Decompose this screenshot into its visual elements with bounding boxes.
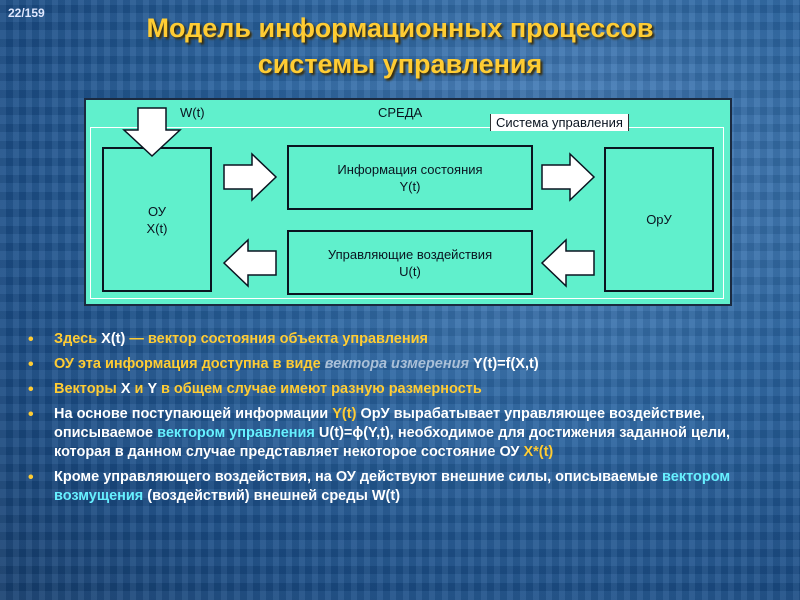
arrow-right-icon [223,152,278,202]
arrow-right-icon [541,152,596,202]
state-info-name: Информация состояния [337,161,483,177]
list-item: • ОУ эта информация доступна в виде вект… [22,355,782,374]
slide-title-line-2: системы управления [257,49,543,79]
state-info-box: Информация состояния Y(t) [287,145,533,210]
disturbance-arrow-down-icon [122,107,182,158]
bullet-text: Y(t)=f(X,t) [468,356,539,372]
bullet-text: вектора измерения [324,356,469,372]
bullet-text: (воздействий) внешней среды W(t) [143,488,401,504]
slide-title: Модель информационных процессов системы … [0,10,800,82]
bullet-text: вектором управления [157,425,315,441]
bullet-text: Y(t) [332,406,357,422]
list-item: • Кроме управляющего воздействия, на ОУ … [22,468,782,506]
bullet-icon: • [28,469,34,486]
arrow-left-icon [222,238,277,288]
bullet-icon: • [28,331,34,348]
controller-name: ОрУ [646,212,672,227]
control-system-diagram: W(t) СРЕДА Система управления ОУ X(t) Ин… [84,98,732,306]
bullet-text: Векторы [54,381,121,397]
list-item: • На основе поступающей информации Y(t) … [22,405,782,462]
bullet-text: в общем случае имеют разную размерность [156,381,482,397]
environment-label: СРЕДА [378,105,423,120]
control-system-frame [90,127,724,299]
disturbance-label: W(t) [180,105,205,120]
arrow-left-icon [540,238,595,288]
control-action-name: Управляющие воздействия [327,246,493,262]
bullet-text: — вектор состояния объекта управления [125,331,428,347]
explanation-list: • Здесь X(t) — вектор состояния объекта … [22,330,782,512]
controller-box: ОрУ [604,147,714,292]
control-action-box: Управляющие воздействия U(t) [287,230,533,295]
object-box: ОУ X(t) [102,147,212,292]
bullet-text: Кроме управляющего воздействия, на ОУ де… [54,469,663,485]
control-action-vector: U(t) [399,263,421,279]
list-item: • Векторы X и Y в общем случае имеют раз… [22,380,782,399]
bullet-text: Y [147,381,157,397]
bullet-icon: • [28,406,34,423]
object-name: ОУ [147,203,167,219]
bullet-icon: • [28,356,34,373]
bullet-text: X(t) [101,331,126,347]
object-vector: X(t) [146,220,168,236]
list-item: • Здесь X(t) — вектор состояния объекта … [22,330,782,349]
bullet-text: X*(t) [523,444,554,460]
bullet-text: На основе поступающей информации [54,406,333,422]
bullet-text: ОрУ вырабатывает управляющее воздействие… [54,406,705,441]
bullet-icon: • [28,381,34,398]
slide-title-line-1: Модель информационных процессов [146,13,654,43]
bullet-text: X [120,381,131,397]
slide-number: 22/159 [8,6,45,20]
bullet-text: и [130,381,148,397]
bullet-text: ОУ эта информация доступна в виде [54,356,325,372]
control-system-label: Система управления [490,114,629,131]
bullet-text: U(t)=ϕ(Y,t), необходимое для достижения … [54,425,731,460]
bullet-text: вектором возмущения [54,469,731,504]
state-info-vector: Y(t) [399,178,421,194]
bullet-text: Здесь [54,331,102,347]
